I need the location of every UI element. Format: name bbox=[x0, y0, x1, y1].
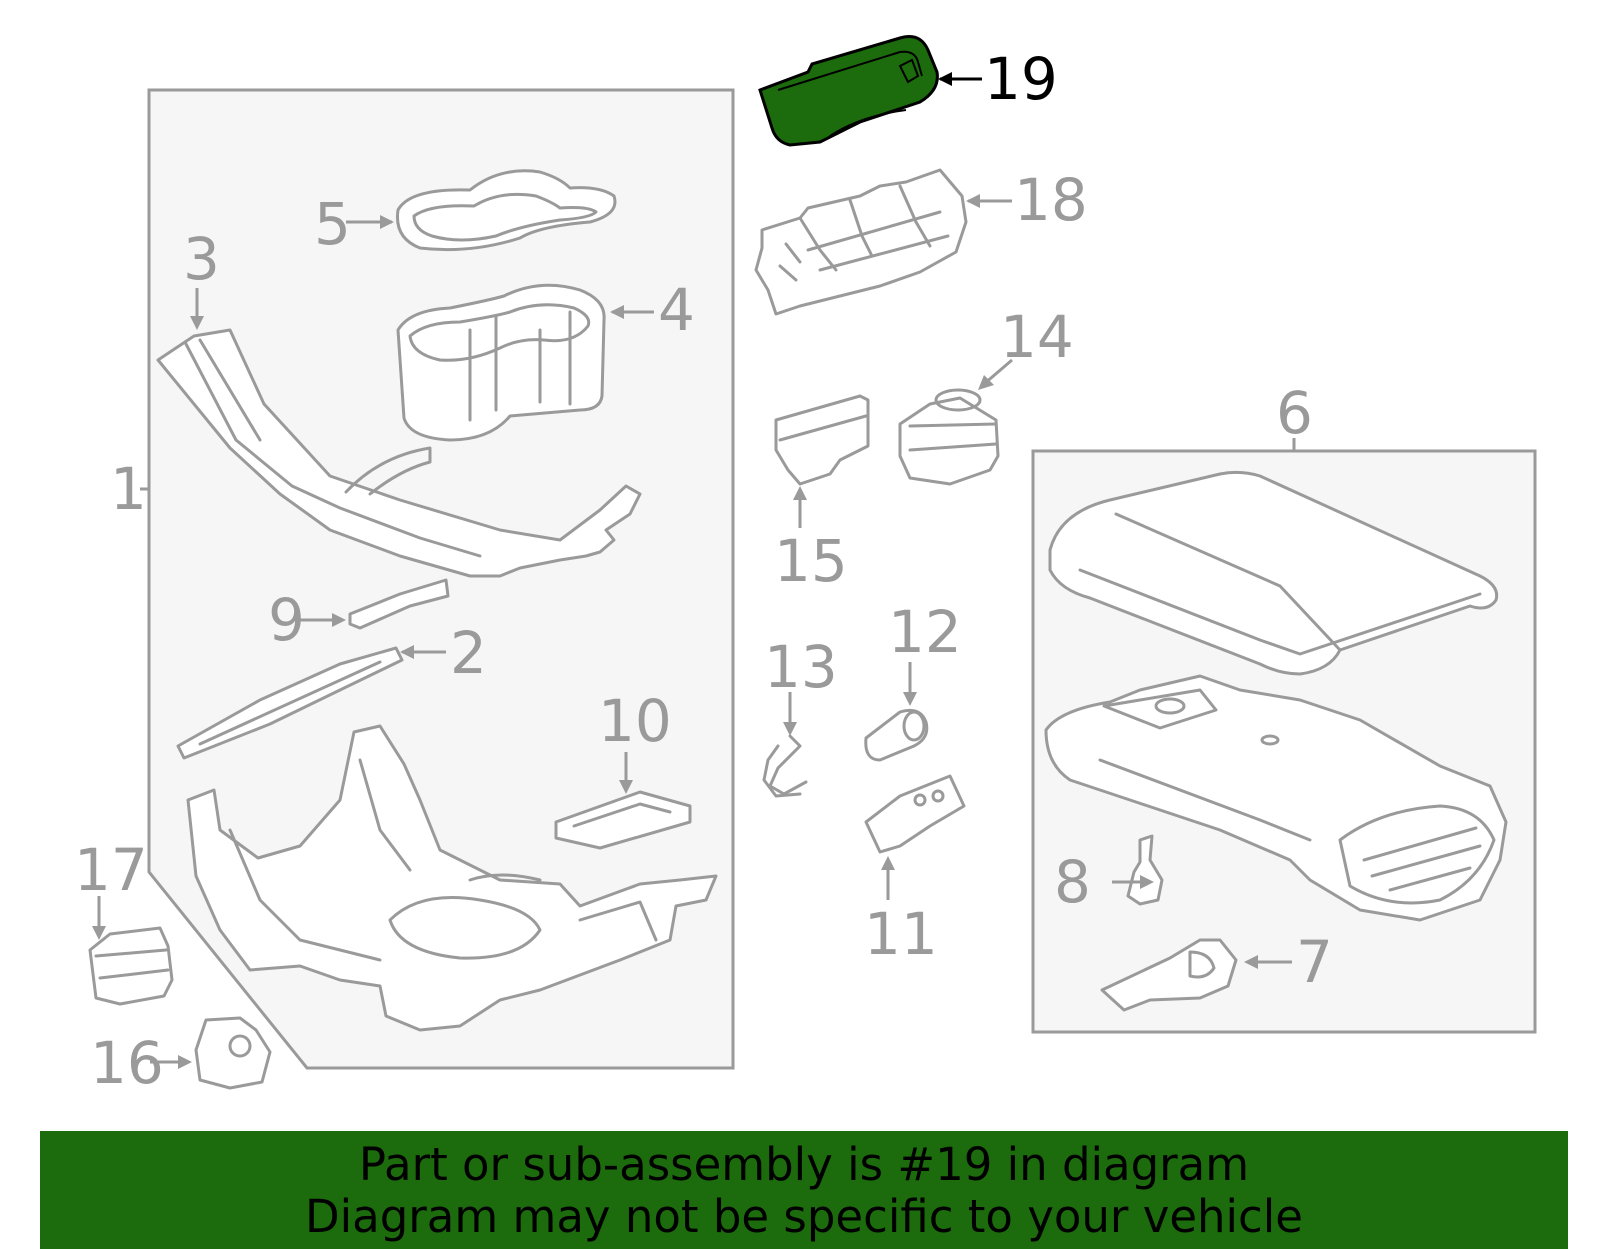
part-13-shape bbox=[762, 734, 808, 798]
callout-19: 19 bbox=[984, 45, 1058, 113]
part-19-shape[interactable] bbox=[758, 35, 939, 147]
part-6-lid-shape bbox=[1048, 470, 1499, 676]
callout-2: 2 bbox=[450, 619, 487, 687]
callout-4: 4 bbox=[658, 276, 695, 344]
lower-console-shape bbox=[186, 724, 718, 1032]
callout-3: 3 bbox=[183, 225, 220, 293]
part-12-shape bbox=[864, 708, 929, 762]
callout-11: 11 bbox=[864, 900, 938, 968]
part-14-shape bbox=[898, 388, 1000, 486]
callout-8: 8 bbox=[1054, 848, 1091, 916]
callout-6: 6 bbox=[1276, 379, 1313, 447]
callout-5: 5 bbox=[314, 190, 351, 258]
callout-18: 18 bbox=[1014, 166, 1088, 234]
part-10-shape bbox=[554, 790, 692, 850]
callout-12: 12 bbox=[888, 598, 962, 666]
part-7-shape bbox=[1100, 938, 1238, 1012]
callout-1: 1 bbox=[110, 455, 147, 523]
callout-13: 13 bbox=[764, 633, 838, 701]
part-15-shape bbox=[774, 394, 870, 486]
part-6-base-shape bbox=[1044, 674, 1508, 922]
part-16-shape bbox=[194, 1016, 272, 1090]
callout-10: 10 bbox=[598, 687, 672, 755]
callout-16: 16 bbox=[90, 1029, 164, 1097]
part-18-shape bbox=[754, 168, 968, 316]
banner-line-2: Diagram may not be specific to your vehi… bbox=[305, 1190, 1303, 1243]
callout-7: 7 bbox=[1296, 928, 1333, 996]
part-5-shape bbox=[395, 169, 617, 252]
callout-9: 9 bbox=[268, 586, 305, 654]
part-9-shape bbox=[348, 578, 450, 630]
part-2-shape bbox=[176, 646, 404, 760]
banner-line-1: Part or sub-assembly is #19 in diagram bbox=[358, 1138, 1250, 1191]
part-3-shape bbox=[156, 328, 642, 578]
part-17-shape bbox=[88, 926, 174, 1006]
part-11-shape bbox=[864, 774, 966, 854]
info-banner: Part or sub-assembly is #19 in diagram D… bbox=[40, 1131, 1568, 1249]
part-8-shape bbox=[1126, 834, 1164, 906]
callout-17: 17 bbox=[74, 836, 148, 904]
callout-14: 14 bbox=[1000, 303, 1074, 371]
callout-15: 15 bbox=[774, 527, 848, 595]
part-4-shape bbox=[396, 283, 606, 442]
